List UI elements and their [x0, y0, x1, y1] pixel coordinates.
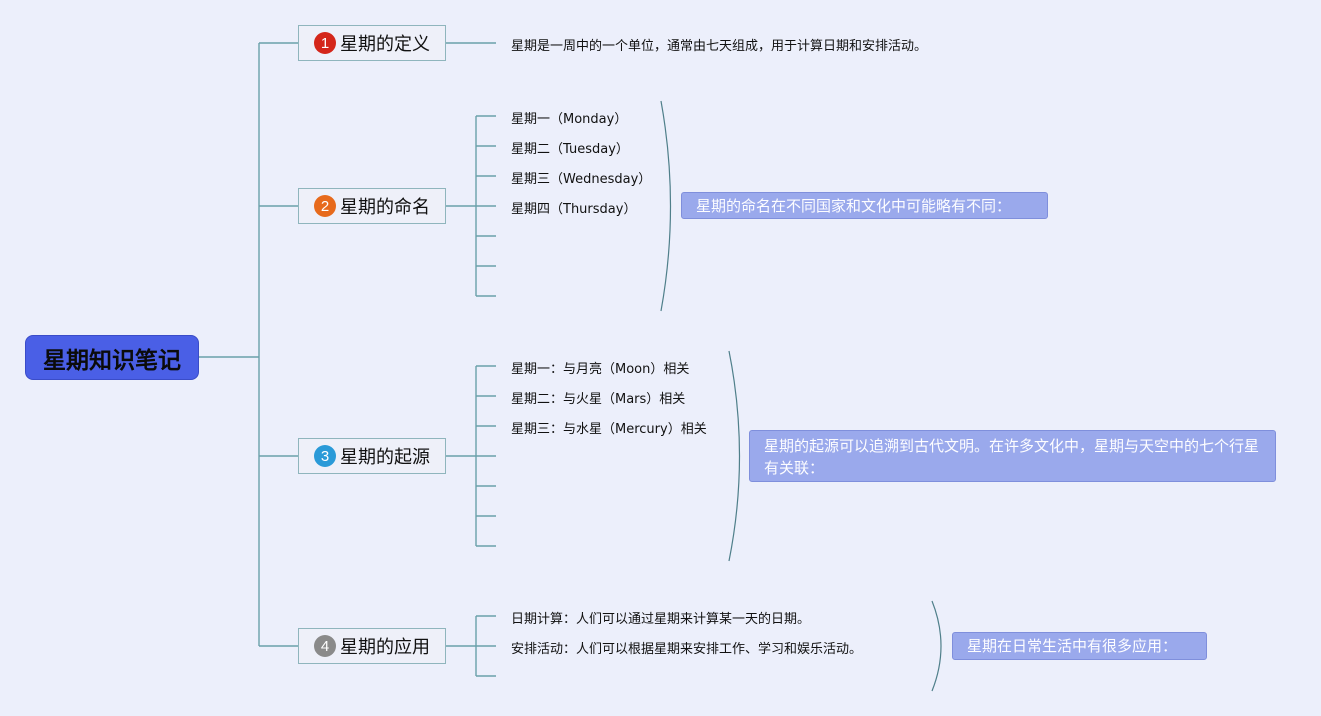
- summary-application[interactable]: 星期在日常生活中有很多应用：: [952, 632, 1207, 660]
- number-badge-3: 3: [314, 445, 336, 467]
- topic-origin[interactable]: 3 星期的起源: [298, 438, 446, 474]
- topic-application[interactable]: 4 星期的应用: [298, 628, 446, 664]
- topic-label: 星期的定义: [340, 34, 430, 55]
- topic-label: 星期的命名: [340, 197, 430, 218]
- leaf-origin-2[interactable]: 星期二：与火星（Mars）相关: [511, 392, 686, 407]
- summary-origin[interactable]: 星期的起源可以追溯到古代文明。在许多文化中，星期与天空中的七个行星有关联：: [749, 430, 1276, 482]
- leaf-application-1[interactable]: 日期计算：人们可以通过星期来计算某一天的日期。: [511, 612, 811, 627]
- topic-label: 星期的应用: [340, 637, 430, 658]
- root-topic-label: 星期知识笔记: [43, 347, 181, 374]
- leaf-application-2[interactable]: 安排活动：人们可以根据星期来安排工作、学习和娱乐活动。: [511, 642, 863, 657]
- leaf-naming-3[interactable]: 星期三（Wednesday）: [511, 172, 652, 187]
- leaf-definition[interactable]: 星期是一周中的一个单位，通常由七天组成，用于计算日期和安排活动。: [511, 39, 928, 54]
- number-badge-4: 4: [314, 635, 336, 657]
- topic-2-leaf-ticks: [476, 115, 496, 297]
- summary-naming-text: 星期的命名在不同国家和文化中可能略有不同：: [696, 197, 1012, 215]
- leaf-naming-1[interactable]: 星期一（Monday）: [511, 112, 628, 127]
- topic-4-leaf-ticks: [476, 615, 496, 677]
- leaf-origin-3[interactable]: 星期三：与水星（Mercury）相关: [511, 422, 707, 437]
- number-badge-1: 1: [314, 32, 336, 54]
- summary-naming[interactable]: 星期的命名在不同国家和文化中可能略有不同：: [681, 192, 1048, 219]
- topic-3-leaf-ticks: [476, 365, 496, 547]
- number-badge-2: 2: [314, 195, 336, 217]
- root-topic[interactable]: 星期知识笔记: [25, 335, 199, 380]
- summary-application-text: 星期在日常生活中有很多应用：: [967, 637, 1178, 655]
- summary-brace-3: [728, 350, 741, 562]
- summary-brace-4: [931, 600, 942, 692]
- topic-label: 星期的起源: [340, 447, 430, 468]
- leaf-naming-4[interactable]: 星期四（Thursday）: [511, 202, 637, 217]
- topic-definition[interactable]: 1 星期的定义: [298, 25, 446, 61]
- summary-brace-2: [660, 100, 672, 312]
- topic-naming[interactable]: 2 星期的命名: [298, 188, 446, 224]
- summary-origin-text: 星期的起源可以追溯到古代文明。在许多文化中，星期与天空中的七个行星有关联：: [764, 437, 1260, 477]
- leaf-naming-2[interactable]: 星期二（Tuesday）: [511, 142, 629, 157]
- leaf-origin-1[interactable]: 星期一：与月亮（Moon）相关: [511, 362, 690, 377]
